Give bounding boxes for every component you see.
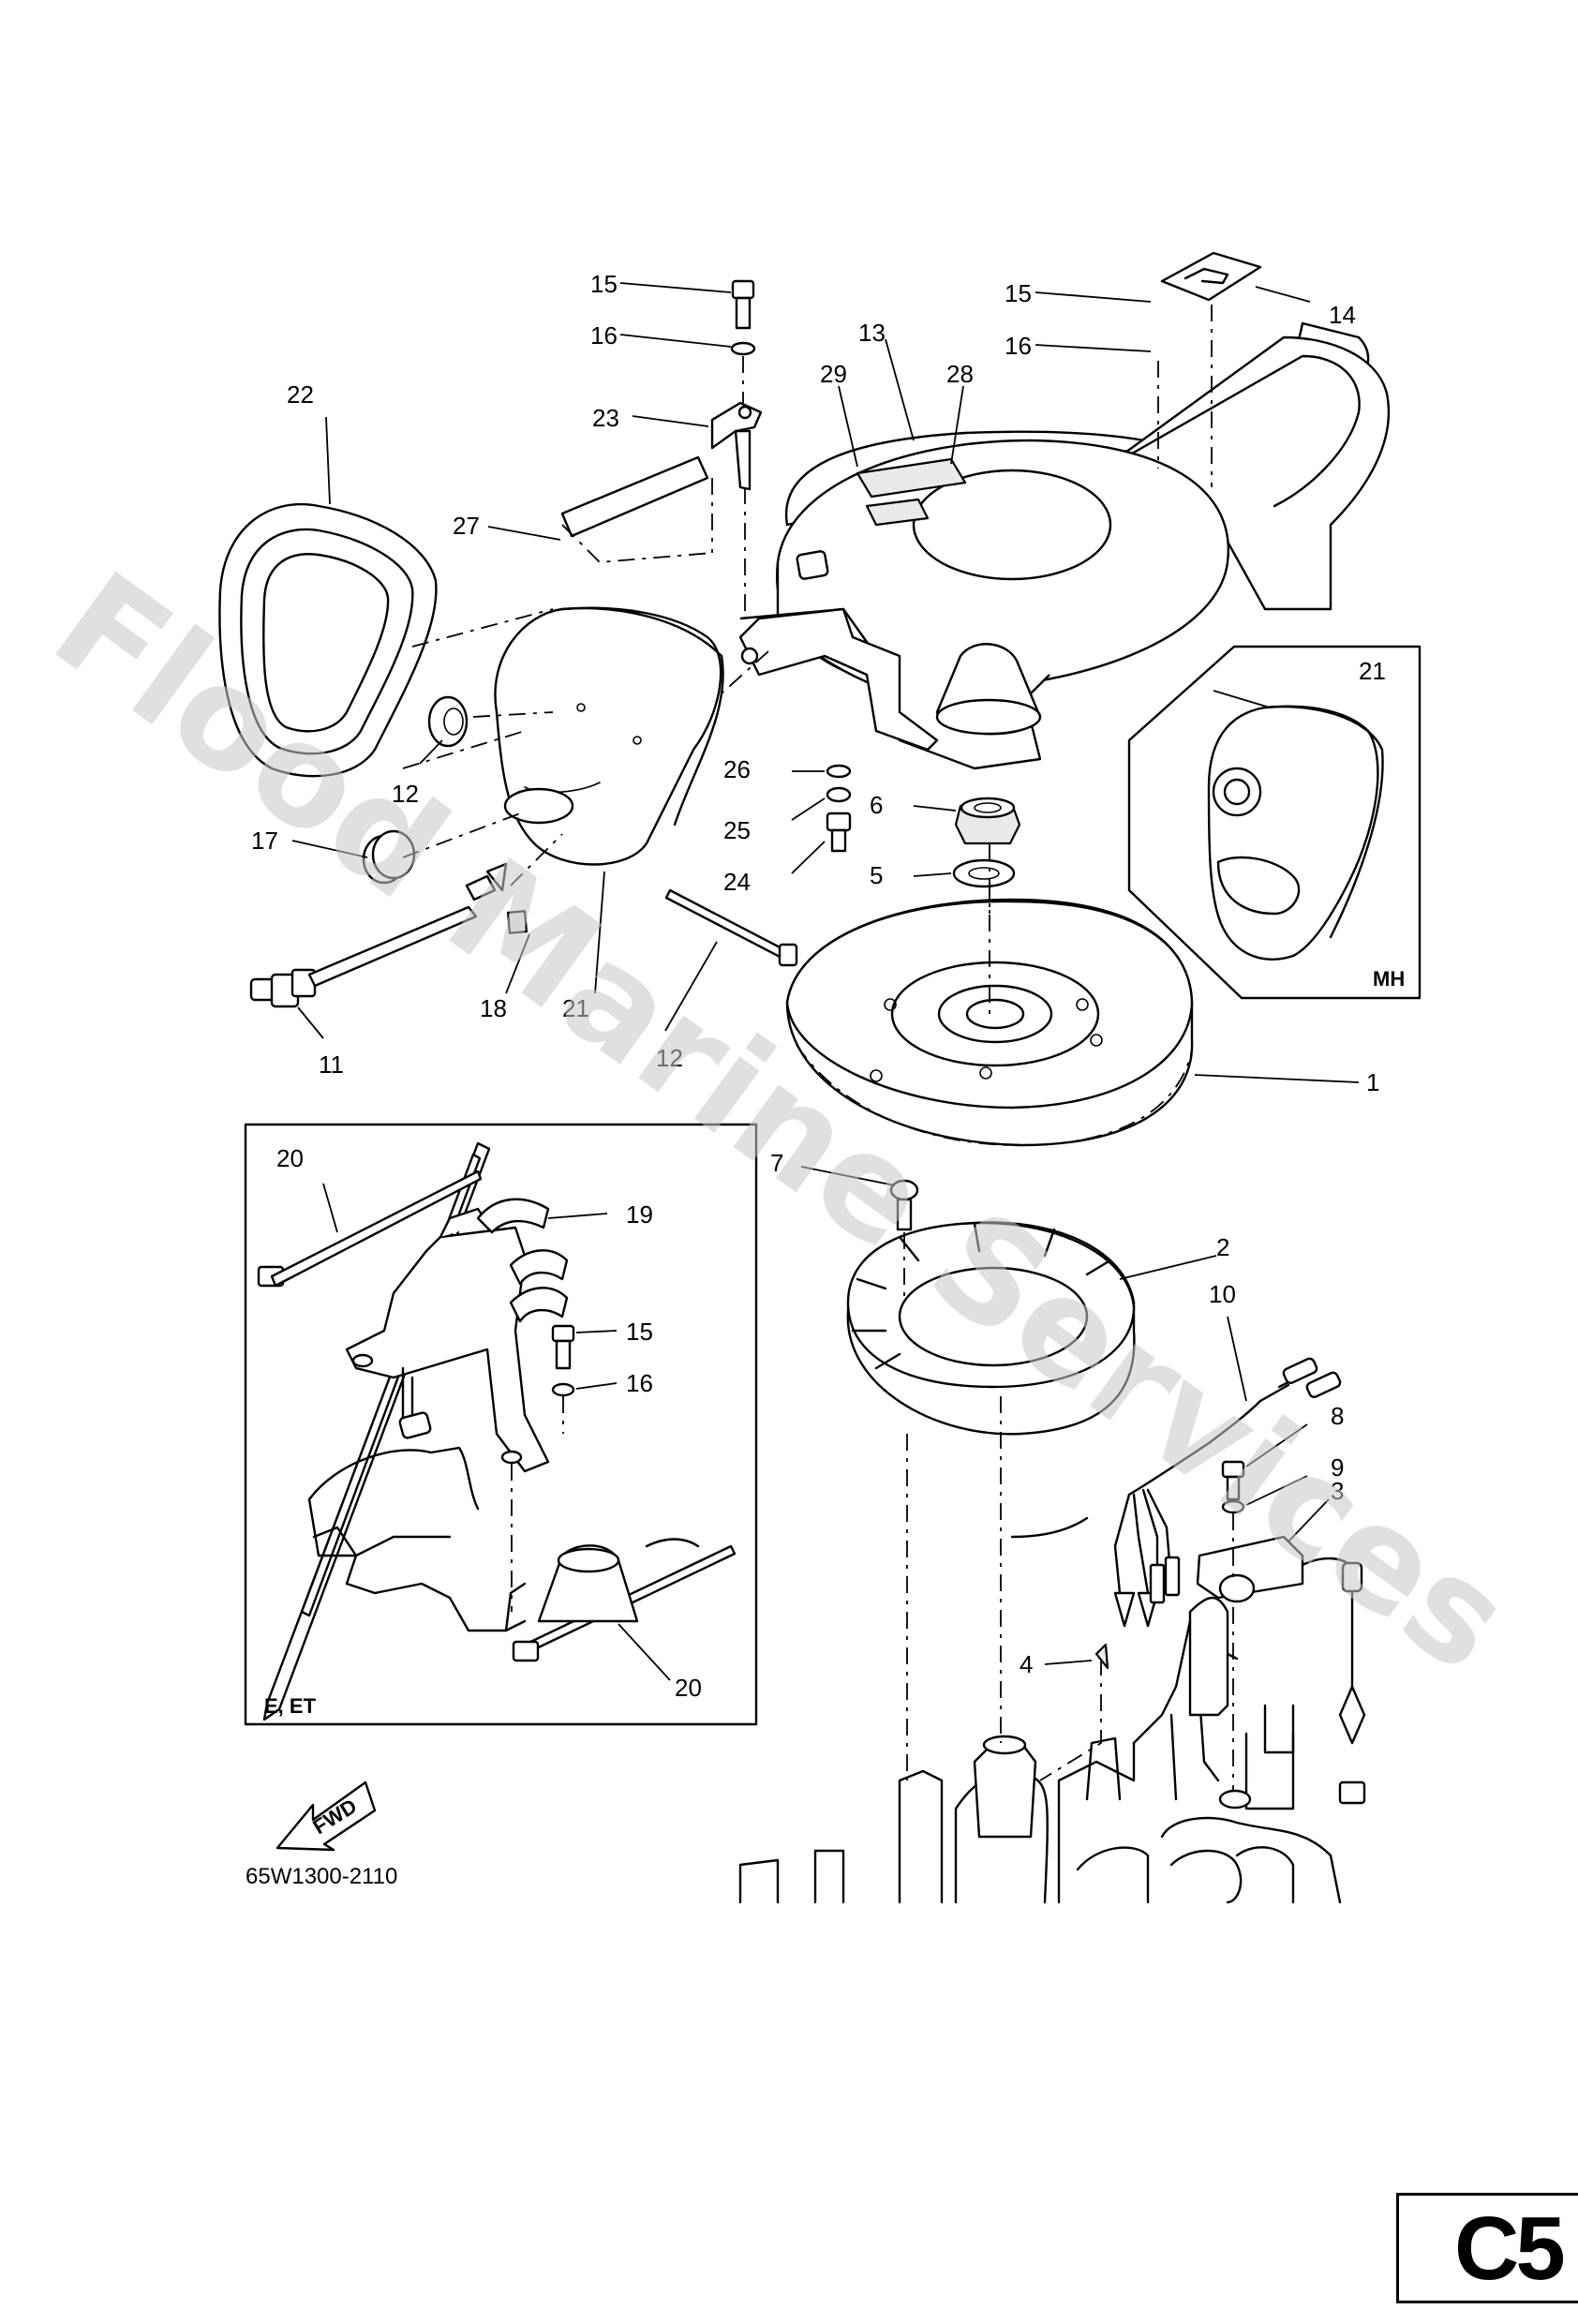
callout-20: 20 <box>276 1144 304 1172</box>
callout-22: 22 <box>287 380 314 409</box>
flywheel-1 <box>785 898 1194 1147</box>
diagram-number: 65W1300-2110 <box>246 1864 397 1889</box>
inset-label-mh: MH <box>1373 967 1405 991</box>
bolt-8-washer-9 <box>1221 1460 1245 1514</box>
callout-16: 16 <box>590 321 618 350</box>
callout-9: 9 <box>1331 1453 1344 1482</box>
callout-18: 18 <box>480 994 507 1022</box>
page-code-box <box>1396 2193 1578 2303</box>
callout-28: 28 <box>946 360 974 388</box>
callout-5: 5 <box>870 861 883 889</box>
callout-20: 20 <box>675 1674 702 1702</box>
callout-7: 7 <box>770 1149 783 1177</box>
cable-tie-12 <box>664 888 798 967</box>
callout-16: 16 <box>626 1369 653 1397</box>
callout-27: 27 <box>453 512 480 540</box>
bolt-24-collar-25-washer-26 <box>826 764 852 853</box>
callout-19: 19 <box>626 1200 653 1229</box>
callout-4: 4 <box>1020 1650 1033 1678</box>
inset-mh <box>1127 645 1422 1000</box>
pulser-coil-3 <box>1196 1535 1366 1805</box>
fwd-arrow: FWD <box>275 1780 377 1852</box>
rubber-seal-22 <box>218 502 438 778</box>
stator-2 <box>846 1221 1136 1436</box>
silencer-21 <box>494 606 724 866</box>
callout-17: 17 <box>251 827 278 855</box>
inset-e-et <box>244 1123 758 1726</box>
callout-12: 12 <box>392 780 419 808</box>
assembly-lines <box>402 305 1234 1790</box>
callout-numbers: 15 16 23 27 22 13 29 28 15 16 14 21 12 1… <box>251 270 1386 1702</box>
callout-15: 15 <box>626 1318 653 1346</box>
callout-8: 8 <box>1331 1402 1344 1430</box>
flywheel-cover <box>738 321 1391 770</box>
callout-13: 13 <box>858 319 886 347</box>
callout-23: 23 <box>592 404 619 432</box>
label-27 <box>560 455 709 538</box>
callout-21: 21 <box>1359 657 1386 685</box>
nut-6 <box>954 797 1021 845</box>
bracket-23 <box>710 401 763 491</box>
callout-14: 14 <box>1329 301 1356 329</box>
key-4 <box>1094 1643 1109 1670</box>
callout-10: 10 <box>1209 1280 1236 1308</box>
callout-24: 24 <box>723 868 751 896</box>
grommet-12 <box>427 695 469 748</box>
callout-15: 15 <box>1005 279 1032 307</box>
harness-10 <box>1010 1357 1342 1628</box>
leader-lines <box>291 282 1360 1681</box>
clip-18 <box>506 910 528 934</box>
callout-6: 6 <box>870 791 883 819</box>
bolt-7 <box>889 1179 919 1231</box>
plate-14 <box>1160 251 1262 302</box>
bolt-15-washer-16-left <box>730 279 756 356</box>
callout-2: 2 <box>1216 1233 1229 1261</box>
sensor-11 <box>249 862 508 1008</box>
callout-15: 15 <box>590 270 618 298</box>
callout-26: 26 <box>723 755 751 783</box>
powerhead <box>738 1596 1342 1904</box>
callout-29: 29 <box>820 360 847 388</box>
callout-21: 21 <box>562 994 589 1022</box>
callout-11: 11 <box>319 1050 344 1079</box>
plug-17 <box>362 829 416 885</box>
callout-12: 12 <box>656 1044 683 1072</box>
washer-5 <box>952 858 1016 888</box>
callout-16: 16 <box>1005 332 1032 360</box>
page-code: C5 <box>1454 2198 1566 2299</box>
callout-1: 1 <box>1366 1068 1379 1096</box>
callout-3: 3 <box>1331 1477 1344 1505</box>
inset-label-e-et: E, ET <box>264 1694 317 1718</box>
callout-25: 25 <box>723 816 751 844</box>
